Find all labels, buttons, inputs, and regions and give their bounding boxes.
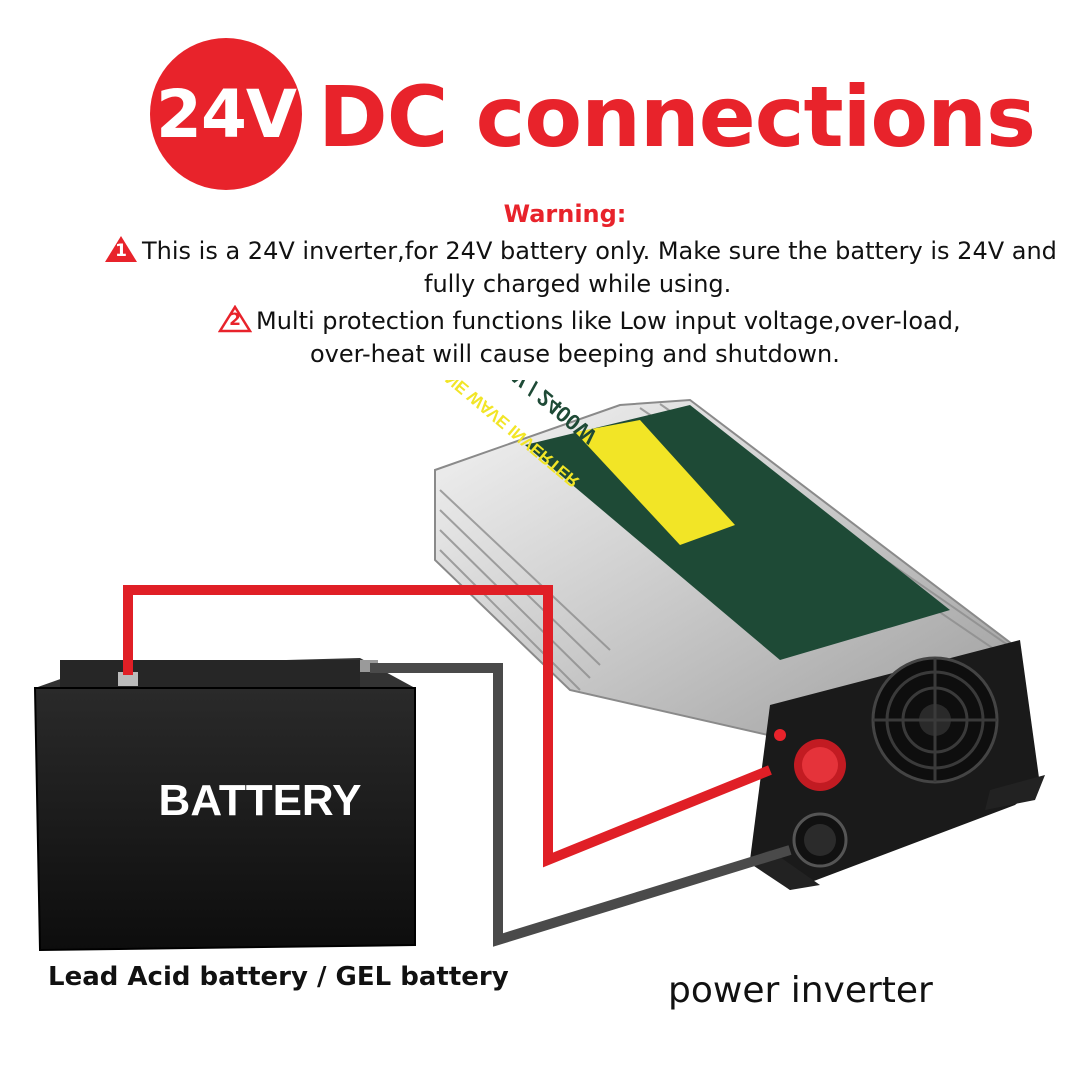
warning-item-1-line-1: 1 This is a 24V inverter,for 24V battery… — [104, 235, 1057, 265]
warning-item-2-line-2: over-heat will cause beeping and shutdow… — [310, 340, 840, 368]
warning-triangle-filled-icon: 1 — [104, 235, 138, 263]
inverter-yellow-strip — [575, 420, 735, 545]
inverter-caption: power inverter — [668, 970, 933, 1011]
page-title: DC connections — [318, 68, 1036, 166]
warning-item-2-line-1: 2 Multi protection functions like Low in… — [218, 305, 961, 335]
warning-triangle-outline-icon: 2 — [218, 305, 252, 333]
battery-caption: Lead Acid battery / GEL battery — [48, 962, 509, 992]
title-badge: 24V — [150, 38, 302, 190]
connection-illustration: PURE SINE WAVE INVERTER 1200W / 2400W BA… — [33, 380, 1045, 952]
battery-case-label: BATTERY — [159, 776, 362, 825]
red-positive-cable — [123, 585, 772, 868]
black-negative-cable — [370, 663, 792, 947]
warning-heading: Warning: — [503, 200, 627, 228]
battery: BATTERY — [33, 658, 416, 952]
warning-item-1-line-2: fully charged while using. — [424, 270, 732, 298]
battery-positive-post — [118, 672, 138, 686]
badge-text: 24V — [156, 75, 297, 153]
inverter: PURE SINE WAVE INVERTER 1200W / 2400W — [390, 380, 1045, 890]
cables — [123, 585, 792, 947]
